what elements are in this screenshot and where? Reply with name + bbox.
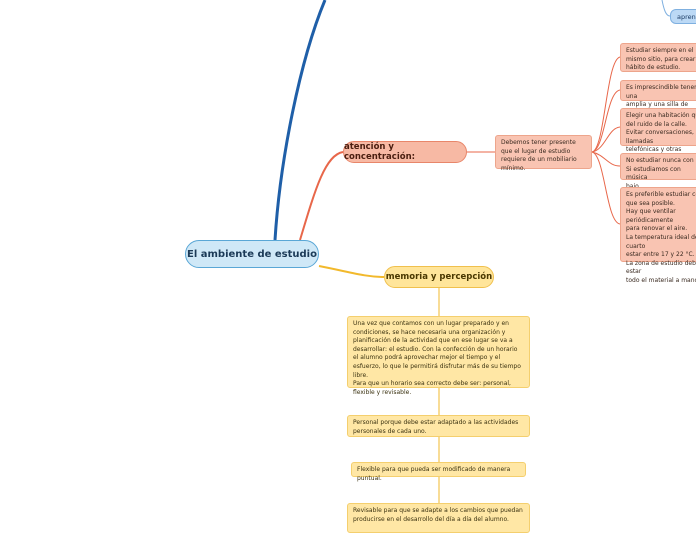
atencion-leaf-3[interactable]: Elegir una habitación que del ruido de l…	[620, 108, 696, 162]
aprende-node[interactable]: aprende	[670, 9, 696, 24]
connector-sub-leaf5	[591, 151, 621, 225]
memoria-leaf-3[interactable]: Flexible para que pueda ser modificado d…	[351, 462, 526, 482]
connector-center-memoria	[318, 265, 385, 278]
atencion-subtopic[interactable]: Debemos tener presente que el lugar de e…	[495, 135, 592, 172]
atencion-leaf-5[interactable]: Es preferible estudiar con que sea posib…	[620, 187, 696, 284]
atencion-leaf-1[interactable]: Estudiar siempre en el mismo sitio, para…	[620, 43, 696, 72]
connector-center-atencion	[299, 151, 344, 241]
connector-sub-leaf1	[591, 56, 621, 153]
connector-sub-leaf2	[591, 89, 621, 153]
memoria-branch[interactable]: memoria y percepción	[384, 266, 494, 288]
connector-top-aprende	[661, 0, 671, 17]
atencion-branch[interactable]: atención y concentración:	[343, 141, 467, 163]
atencion-leaf-4[interactable]: No estudiar nunca con la Si estudiamos c…	[620, 153, 696, 190]
connector-sub-leaf4	[591, 151, 621, 167]
connector-center-top	[273, 0, 327, 241]
atencion-leaf-2[interactable]: Es imprescindible tener una amplia y una…	[620, 80, 696, 117]
connector-sub-leaf3	[591, 126, 621, 153]
memoria-leaf-4[interactable]: Revisable para que se adapte a los cambi…	[347, 503, 530, 533]
mindmap-connectors	[273, 0, 671, 520]
memoria-leaf-2[interactable]: Personal porque debe estar adaptado a la…	[347, 415, 530, 437]
central-topic[interactable]: El ambiente de estudio	[185, 240, 319, 268]
memoria-leaf-1[interactable]: Una vez que contamos con un lugar prepar…	[347, 316, 530, 396]
